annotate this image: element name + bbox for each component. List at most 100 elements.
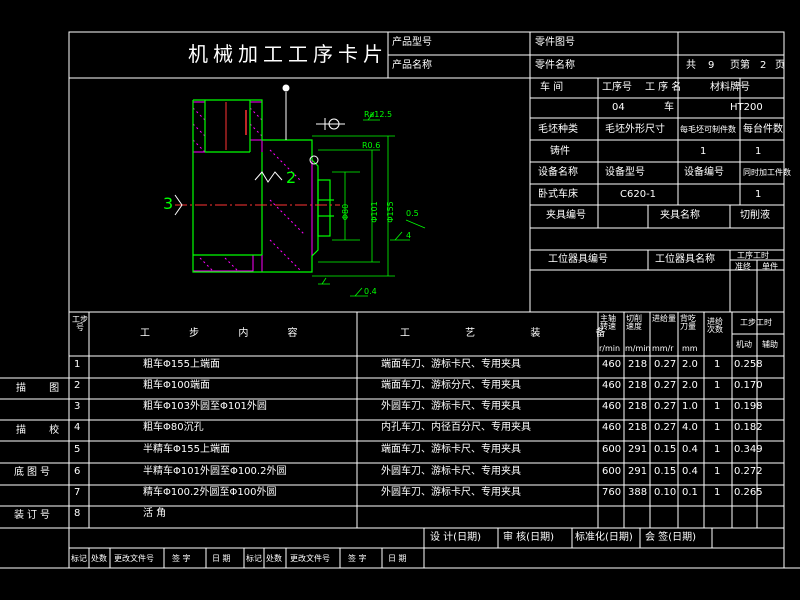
step-cell-ap: 0.1 [682,487,698,498]
fixture-name-label: 夹具名称 [660,210,700,221]
step-cell-content: 粗车Φ100端面 [143,380,210,391]
side-trace: 描 图 [16,383,70,394]
equipment-name-value: 卧式车床 [538,189,578,200]
side-base-no: 底图号 [14,467,53,478]
material-value: HT200 [730,102,763,113]
footer-mark-1: 标记 [71,554,87,563]
parts-per-unit-value: 1 [755,146,762,157]
step-cell-i: 1 [714,401,721,412]
hdr-cut-speed-unit: m/min [625,344,651,353]
footer-design: 设 计(日期) [430,532,481,543]
footer-date-2: 日 期 [388,554,407,563]
hdr-machine-time: 机动 [736,340,752,349]
label-3: 3 [163,194,174,213]
station-tool-no-label: 工位器具编号 [548,254,608,265]
step-cell-n: 460 [602,401,622,412]
footer-change-doc-2: 更改文件号 [290,554,330,563]
blank-parts-label: 每毛坯可制件数 [680,125,736,134]
step-cell-equipment: 外圆车刀、游标卡尺、专用夹具 [381,401,521,412]
dim-ra: Ra12.5 [364,110,393,119]
step-cell-no: 7 [74,487,81,498]
page-suffix: 页 [775,60,785,71]
step-cell-equipment: 内孔车刀、内径百分尺、专用夹具 [381,422,531,433]
step-cell-i: 1 [714,359,721,370]
dim-r: R0.6 [362,141,381,150]
step-cell-no: 8 [74,508,81,519]
step-cell-tm: 0.265 [734,487,763,498]
dim-d1: Φ80 [341,203,351,221]
coolant-label: 切削液 [740,210,770,221]
step-cell-equipment: 外圆车刀、游标卡尺、专用夹具 [381,487,521,498]
hdr-feed-unit: mm/r [652,344,674,353]
equipment-no-label: 设备编号 [684,167,724,178]
step-cell-n: 600 [602,444,622,455]
step-cell-n: 460 [602,422,622,433]
step-cell-i: 1 [714,466,721,477]
tol-1: 0.5 [406,209,419,218]
step-cell-f: 0.15 [654,466,677,477]
side-binding-no: 装订号 [14,510,53,521]
blank-size-label: 毛坯外形尺寸 [605,124,665,135]
label-2: 2 [286,168,297,187]
step-cell-v: 218 [628,422,648,433]
step-cell-tm: 0.170 [734,380,763,391]
blank-type-label: 毛坯种类 [538,124,578,135]
hdr-step-no: 工步号 [72,315,88,332]
step-cell-f: 0.27 [654,359,677,370]
step-cell-i: 1 [714,444,721,455]
step-cell-no: 2 [74,380,81,391]
hdr-passes: 进给次数 [707,317,723,334]
step-cell-v: 218 [628,380,648,391]
step-cell-equipment: 外圆车刀、游标卡尺、专用夹具 [381,466,521,477]
equipment-model-value: C620-1 [620,189,657,200]
footer-mark-2: 标记 [246,554,262,563]
step-cell-f: 0.15 [654,444,677,455]
material-label: 材料牌号 [710,82,750,93]
hdr-cut-speed: 切削速度 [626,314,642,331]
hdr-feed: 进给量 [652,314,676,323]
process-name-label: 工 序 名 [645,82,682,93]
dim-d3: Φ155 [385,201,395,223]
step-cell-v: 291 [628,466,648,477]
process-no-label: 工序号 [602,82,632,93]
hdr-spindle-speed: 主轴转速 [600,314,616,331]
step-cell-no: 1 [74,359,81,370]
step-cell-f: 0.27 [654,401,677,412]
side-check: 描 校 [16,425,70,436]
process-time-label: 工序工时 [737,251,769,260]
equipment-model-label: 设备型号 [605,167,645,178]
step-cell-tm: 0.198 [734,401,763,412]
step-cell-f: 0.27 [654,422,677,433]
step-cell-no: 3 [74,401,81,412]
footer-sign-2: 签 字 [348,554,367,563]
footer-place-2: 处数 [266,554,282,563]
dim-d2: Φ101 [369,201,379,223]
step-cell-i: 1 [714,422,721,433]
hdr-depth-unit: mm [682,344,698,353]
equipment-name-label: 设备名称 [538,167,578,178]
page-label: 页第 [730,60,750,71]
step-cell-ap: 0.4 [682,444,698,455]
step-cell-v: 388 [628,487,648,498]
step-cell-n: 600 [602,466,622,477]
step-cell-no: 4 [74,422,81,433]
hdr-step-time: 工步工时 [740,318,772,327]
step-cell-n: 760 [602,487,622,498]
step-cell-content: 半精车Φ155上端面 [143,444,230,455]
unit-time-label: 单件 [762,262,778,271]
step-cell-content: 半精车Φ101外圆至Φ100.2外圆 [143,466,287,477]
step-cell-equipment: 端面车刀、游标分尺、专用夹具 [381,380,521,391]
tol-2: 0.4 [364,287,377,296]
simultaneous-value: 1 [755,189,762,200]
part-drawing [174,84,426,297]
page-value: 2 [760,60,767,71]
step-cell-no: 5 [74,444,81,455]
product-name-label: 产品名称 [392,60,432,71]
step-cell-ap: 2.0 [682,380,698,391]
step-cell-f: 0.10 [654,487,677,498]
step-cell-ap: 2.0 [682,359,698,370]
step-cell-tm: 0.272 [734,466,763,477]
workshop-label: 车 间 [540,82,564,93]
blank-parts-value: 1 [700,146,707,157]
step-cell-f: 0.27 [654,380,677,391]
